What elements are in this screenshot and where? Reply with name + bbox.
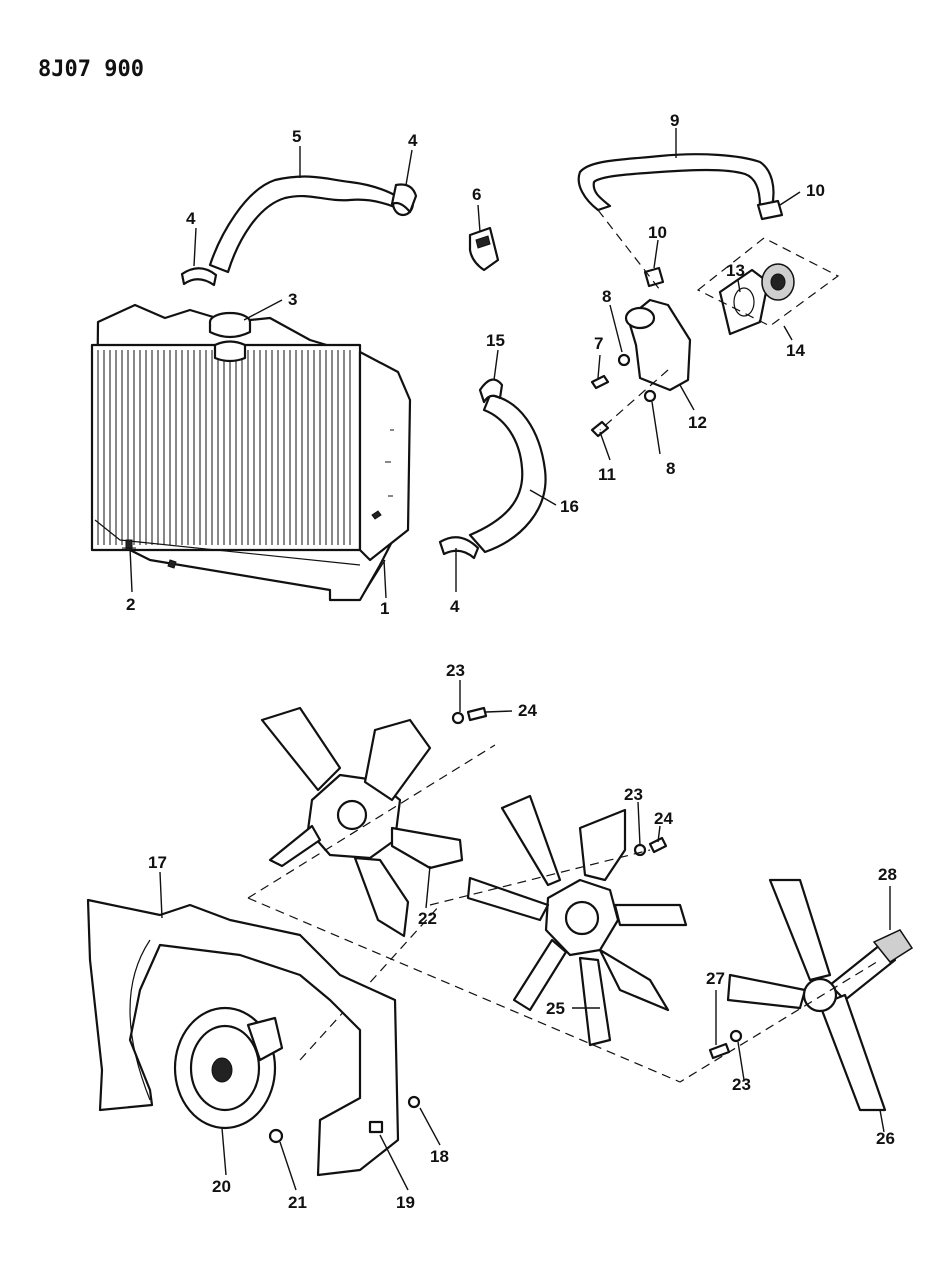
hose-clamp-right[interactable]: [756, 199, 784, 221]
callout-labels: 1 2 3 4 4 4 5 6 7 8 8 9 10 10 11 12 13 1…: [126, 111, 897, 1212]
clamp-upper-left[interactable]: [180, 267, 218, 287]
fan-5-blade[interactable]: [260, 706, 464, 938]
washer-23-a[interactable]: [451, 711, 465, 725]
fan-shroud[interactable]: [86, 898, 400, 1177]
thermostat[interactable]: [761, 263, 795, 301]
callout-gasket: 13: [726, 261, 745, 280]
callout-clamp-lower: 4: [450, 597, 460, 616]
spacer[interactable]: [872, 929, 914, 963]
fan-drive[interactable]: [173, 1006, 284, 1130]
radiator-fins: [97, 350, 351, 545]
callout-upper-hose: 5: [292, 127, 301, 146]
clip[interactable]: [468, 226, 500, 272]
callout-clip: 6: [472, 185, 481, 204]
fan-4-blade[interactable]: [726, 878, 897, 1112]
diagram-code: 8J07 900: [38, 57, 144, 82]
callout-clamp-15: 15: [486, 331, 505, 350]
leader-lines: [129, 128, 891, 1191]
callout-washer-23-b: 23: [624, 785, 643, 804]
hose-clamp-mid[interactable]: [643, 266, 665, 288]
callout-thermostat-housing: 12: [688, 413, 707, 432]
washer-lower[interactable]: [643, 389, 657, 403]
callout-radiator: 1: [380, 599, 389, 618]
callout-bolt-24-b: 24: [654, 809, 673, 828]
bolt-24-a[interactable]: [466, 706, 488, 722]
bolt-27[interactable]: [708, 1042, 731, 1060]
callout-bolt-24-a: 24: [518, 701, 537, 720]
callout-washer-lower: 8: [666, 459, 675, 478]
callout-fan-drive: 20: [212, 1177, 231, 1196]
callout-screw-18: 18: [430, 1147, 449, 1166]
assembly-line-1: [247, 744, 496, 899]
bolt-11[interactable]: [590, 420, 610, 438]
callout-clamp-upper-left: 4: [186, 209, 196, 228]
assembly-line-4: [429, 849, 651, 906]
bypass-hose[interactable]: [577, 153, 775, 212]
callout-nut-19: 19: [396, 1193, 415, 1212]
callout-fan-5-blade: 22: [418, 909, 437, 928]
callout-radiator-cap: 3: [288, 290, 297, 309]
callout-bypass-hose: 9: [670, 111, 679, 130]
lower-hose[interactable]: [468, 393, 547, 554]
upper-hose[interactable]: [208, 175, 415, 274]
callout-washer-23-a: 23: [446, 661, 465, 680]
gasket[interactable]: [718, 268, 770, 336]
thermostat-housing[interactable]: [624, 298, 692, 392]
nut-21[interactable]: [268, 1128, 284, 1144]
clamp-lower[interactable]: [438, 536, 480, 560]
callout-washer-upper: 8: [602, 287, 611, 306]
fan-7-blade[interactable]: [466, 794, 688, 1047]
clamp-15[interactable]: [478, 378, 504, 404]
radiator[interactable]: [90, 303, 412, 602]
assembly-line-3: [299, 904, 441, 1061]
radiator-cap[interactable]: [208, 311, 252, 363]
washer-23-c[interactable]: [729, 1029, 743, 1043]
assembly-line-5: [597, 209, 669, 431]
screw-18[interactable]: [407, 1095, 421, 1109]
callout-fan-4-blade: 26: [876, 1129, 895, 1148]
callout-nut-21: 21: [288, 1193, 307, 1212]
nut-19[interactable]: [368, 1120, 384, 1134]
callout-hose-clamp-right: 10: [806, 181, 825, 200]
callout-bolt-11: 11: [598, 465, 616, 484]
thermostat-group-outline: [696, 237, 840, 327]
callout-fan-7-blade: 25: [546, 999, 565, 1018]
callout-lower-hose: 16: [560, 497, 579, 516]
callout-fan-shroud: 17: [148, 853, 167, 872]
drain-cock[interactable]: [122, 539, 177, 569]
callout-bolt-27: 27: [706, 969, 725, 988]
callout-bolt-7: 7: [594, 334, 603, 353]
callout-spacer: 28: [878, 865, 897, 884]
callout-washer-23-c: 23: [732, 1075, 751, 1094]
washer-upper[interactable]: [617, 353, 631, 367]
assembly-line-2: [247, 897, 881, 1083]
callout-thermostat: 14: [786, 341, 805, 360]
callout-hose-clamp-mid: 10: [648, 223, 667, 242]
callout-drain-cock: 2: [126, 595, 135, 614]
bolt-7[interactable]: [590, 374, 610, 390]
clamp-upper-right[interactable]: [390, 183, 418, 214]
callout-clamp-upper-right: 4: [408, 131, 418, 150]
